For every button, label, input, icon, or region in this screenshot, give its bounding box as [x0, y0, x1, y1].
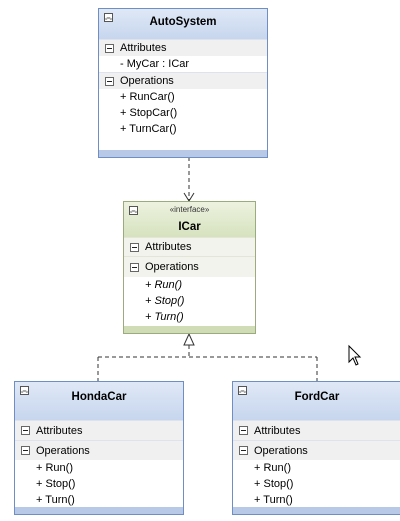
double-chevron-up-icon[interactable]: ︽: [238, 386, 247, 395]
double-chevron-up-icon[interactable]: ︽: [104, 13, 113, 22]
attributes-label: Attributes: [145, 241, 192, 253]
class-hondacar[interactable]: ︽ HondaCar Attributes Operations + Run()…: [14, 381, 184, 515]
double-chevron-up-icon[interactable]: ︽: [129, 206, 138, 215]
operation-item[interactable]: + Stop(): [233, 476, 400, 492]
interface-name: ICar: [178, 221, 201, 233]
minus-icon[interactable]: [130, 243, 139, 252]
attributes-label: Attributes: [254, 425, 301, 437]
attributes-section[interactable]: Attributes: [124, 237, 255, 256]
minus-icon[interactable]: [105, 77, 114, 86]
double-chevron-up-icon[interactable]: ︽: [20, 386, 29, 395]
operation-item[interactable]: + StopCar(): [99, 105, 267, 121]
class-name: AutoSystem: [149, 16, 217, 28]
interface-header: ︽ «interface» ICar: [124, 202, 255, 237]
operations-label: Operations: [36, 445, 90, 457]
minus-icon[interactable]: [105, 44, 114, 53]
class-footer: [99, 150, 267, 157]
mouse-pointer-icon: [348, 344, 362, 366]
attributes-label: Attributes: [36, 425, 83, 437]
operation-item[interactable]: + Turn(): [15, 492, 183, 508]
minus-icon[interactable]: [239, 446, 248, 455]
operation-item[interactable]: + Stop(): [124, 293, 255, 309]
realization-triangle: [183, 332, 195, 346]
class-fordcar[interactable]: ︽ FordCar Attributes Operations + Run() …: [232, 381, 400, 515]
operations-section[interactable]: Operations: [124, 256, 255, 277]
operation-item[interactable]: + TurnCar(): [99, 121, 267, 137]
attributes-section[interactable]: Attributes: [15, 420, 183, 440]
operation-item[interactable]: + Run(): [233, 460, 400, 476]
attributes-label: Attributes: [120, 42, 167, 54]
class-autosystem[interactable]: ︽ AutoSystem Attributes - MyCar : ICar O…: [98, 8, 268, 158]
attributes-section[interactable]: Attributes: [99, 39, 267, 56]
operations-section[interactable]: Operations: [233, 440, 400, 460]
class-footer: [233, 507, 400, 514]
interface-footer: [124, 326, 255, 333]
operation-item[interactable]: + RunCar(): [99, 89, 267, 105]
class-footer: [15, 507, 183, 514]
class-header: ︽ AutoSystem: [99, 9, 267, 39]
stereotype-label: «interface»: [169, 205, 210, 214]
operation-item[interactable]: + Stop(): [15, 476, 183, 492]
operations-label: Operations: [120, 75, 174, 87]
class-name: FordCar: [294, 391, 340, 403]
minus-icon[interactable]: [21, 426, 30, 435]
attributes-section[interactable]: Attributes: [233, 420, 400, 440]
minus-icon[interactable]: [130, 263, 139, 272]
attribute-item[interactable]: - MyCar : ICar: [99, 56, 267, 72]
operations-label: Operations: [145, 261, 199, 273]
class-header: ︽ FordCar: [233, 382, 400, 420]
operation-item[interactable]: + Turn(): [233, 492, 400, 508]
interface-icar[interactable]: ︽ «interface» ICar Attributes Operations…: [123, 201, 256, 334]
class-name: HondaCar: [71, 391, 127, 403]
operations-section[interactable]: Operations: [15, 440, 183, 460]
operation-item[interactable]: + Run(): [124, 277, 255, 293]
minus-icon[interactable]: [21, 446, 30, 455]
operations-section[interactable]: Operations: [99, 72, 267, 89]
operation-item[interactable]: + Run(): [15, 460, 183, 476]
operation-item[interactable]: + Turn(): [124, 309, 255, 325]
class-header: ︽ HondaCar: [15, 382, 183, 420]
minus-icon[interactable]: [239, 426, 248, 435]
operations-label: Operations: [254, 445, 308, 457]
